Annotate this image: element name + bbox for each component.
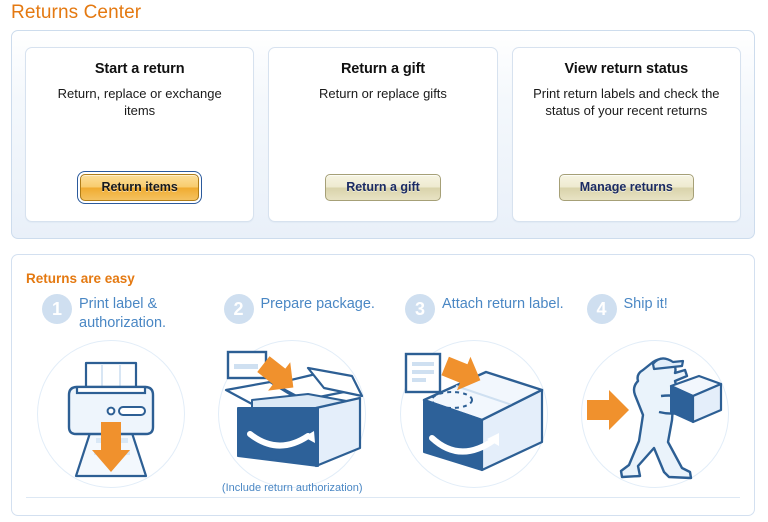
return-items-button[interactable]: Return items xyxy=(80,174,199,201)
step-label: Attach return label. xyxy=(442,296,564,312)
step-number-badge: 2 xyxy=(223,294,254,324)
illustration-circle xyxy=(581,340,730,488)
step-4-ship-it: 4 Ship it! xyxy=(565,294,747,506)
cards-row: Start a return Return, replace or exchan… xyxy=(12,31,754,238)
step-illustration xyxy=(20,338,202,506)
step-label: Prepare package. xyxy=(260,296,375,312)
card-description: Return or replace gifts xyxy=(319,86,447,101)
return-a-gift-button[interactable]: Return a gift xyxy=(325,174,441,201)
illustration-circle xyxy=(399,340,548,488)
steps-row: 1 Print label & authorization. xyxy=(12,294,754,506)
panel-divider xyxy=(26,497,740,498)
person-carrying-box-icon xyxy=(587,357,723,480)
card-view-return-status[interactable]: View return status Print return labels a… xyxy=(511,47,741,222)
step-number-badge: 3 xyxy=(405,294,435,324)
returns-are-easy-panel: Returns are easy 1 Print label & authori… xyxy=(11,254,755,516)
step-header: 4 Ship it! xyxy=(565,294,747,338)
card-description: Return, replace or exchange items xyxy=(57,86,222,118)
step-illustration xyxy=(565,338,747,506)
step-header: 3 Attach return label. xyxy=(383,294,565,338)
step-header: 2 Prepare package. xyxy=(202,294,384,338)
card-title: Return a gift xyxy=(340,61,426,77)
returns-are-easy-heading: Returns are easy xyxy=(26,271,135,286)
illustration-circle xyxy=(36,340,185,488)
printer-with-down-arrow-icon xyxy=(67,361,154,478)
returns-options-panel: Start a return Return, replace or exchan… xyxy=(11,30,755,239)
step-label: Print label & authorization. xyxy=(79,296,167,331)
card-title: View return status xyxy=(564,61,689,77)
step-illustration xyxy=(383,338,565,506)
card-start-a-return[interactable]: Start a return Return, replace or exchan… xyxy=(25,47,255,222)
step-illustration: (Include return authorization) xyxy=(202,338,384,506)
card-button-wrap: Return a gift xyxy=(325,174,441,211)
step-number-badge: 1 xyxy=(42,294,72,324)
card-button-wrap: Return items xyxy=(80,174,199,211)
closed-box-with-label-arrow-icon xyxy=(404,352,543,472)
page-title: Returns Center xyxy=(11,2,142,23)
card-title: Start a return xyxy=(94,61,185,77)
step-header: 1 Print label & authorization. xyxy=(20,294,202,338)
card-description: Print return labels and check the status… xyxy=(533,86,720,118)
illustration-circle xyxy=(218,340,367,488)
card-button-wrap: Manage returns xyxy=(558,174,694,211)
step-2-prepare-package: 2 Prepare package. xyxy=(202,294,384,506)
manage-returns-button[interactable]: Manage returns xyxy=(558,174,694,201)
step-number-badge: 4 xyxy=(586,294,617,324)
step-label: Ship it! xyxy=(623,296,668,312)
step-3-attach-return-label: 3 Attach return label. xyxy=(383,294,565,506)
step-caption: (Include return authorization) xyxy=(221,482,363,494)
step-1-print-label: 1 Print label & authorization. xyxy=(20,294,202,506)
card-return-a-gift[interactable]: Return a gift Return or replace gifts Re… xyxy=(268,47,498,222)
open-box-with-label-arrow-icon xyxy=(225,350,364,468)
